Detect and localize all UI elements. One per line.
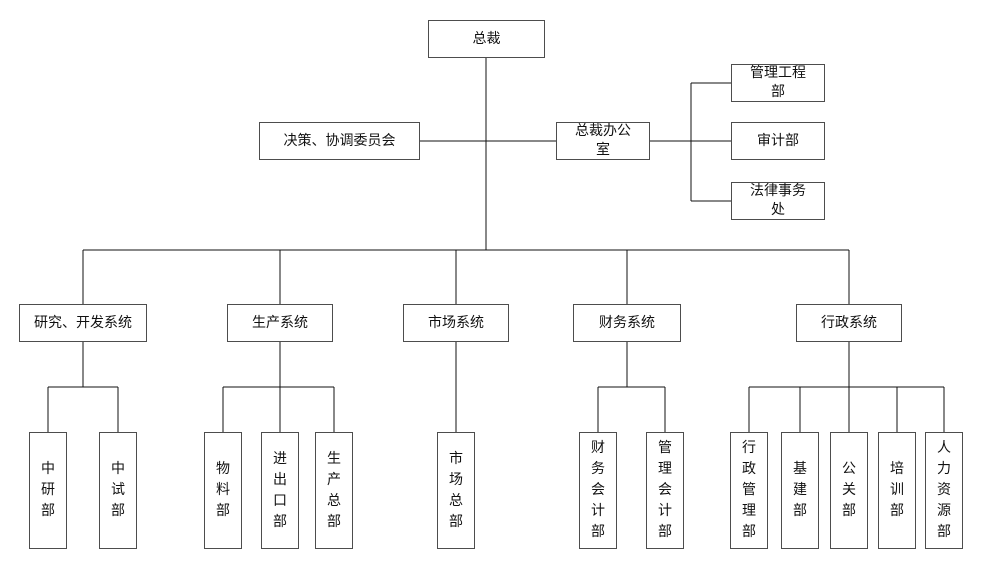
office-unit-label: 管理工程部 xyxy=(750,65,806,100)
department-box: 生产总部 xyxy=(315,432,353,549)
department-box: 中研部 xyxy=(29,432,67,549)
system-box: 市场系统 xyxy=(403,304,509,342)
president-box: 总裁 xyxy=(428,20,545,58)
department-label: 管理会计部 xyxy=(658,440,672,540)
system-box: 研究、开发系统 xyxy=(19,304,147,342)
department-label: 公关部 xyxy=(842,461,856,519)
office-unit: 管理工程部 xyxy=(731,64,825,102)
department-label: 市场总部 xyxy=(449,450,463,530)
system-label: 市场系统 xyxy=(428,314,484,331)
office-box: 总裁办公室 xyxy=(556,122,650,160)
office-unit-label: 审计部 xyxy=(757,132,799,149)
department-label: 培训部 xyxy=(890,461,904,519)
department-box: 基建部 xyxy=(781,432,819,549)
department-label: 中试部 xyxy=(111,461,125,519)
office-unit: 法律事务处 xyxy=(731,182,825,220)
system-box: 行政系统 xyxy=(796,304,902,342)
committee-box: 决策、协调委员会 xyxy=(259,122,420,160)
department-label: 基建部 xyxy=(793,461,807,519)
department-label: 财务会计部 xyxy=(591,440,605,540)
department-label: 行政管理部 xyxy=(742,440,756,540)
system-box: 生产系统 xyxy=(227,304,333,342)
department-box: 培训部 xyxy=(878,432,916,549)
office-label: 总裁办公室 xyxy=(575,123,631,158)
department-label: 人力资源部 xyxy=(937,440,951,540)
committee-label: 决策、协调委员会 xyxy=(283,132,396,149)
department-box: 进出口部 xyxy=(261,432,299,549)
system-label: 行政系统 xyxy=(821,314,877,331)
department-box: 财务会计部 xyxy=(579,432,617,549)
president-label: 总裁 xyxy=(472,30,501,47)
system-label: 财务系统 xyxy=(599,314,655,331)
department-box: 物料部 xyxy=(204,432,242,549)
department-box: 中试部 xyxy=(99,432,137,549)
department-label: 进出口部 xyxy=(273,450,287,530)
department-label: 生产总部 xyxy=(327,450,341,530)
department-box: 公关部 xyxy=(830,432,868,549)
system-box: 财务系统 xyxy=(573,304,681,342)
department-box: 管理会计部 xyxy=(646,432,684,549)
department-box: 人力资源部 xyxy=(925,432,963,549)
system-label: 生产系统 xyxy=(252,314,308,331)
department-label: 物料部 xyxy=(216,461,230,519)
system-label: 研究、开发系统 xyxy=(34,314,132,331)
office-unit-label: 法律事务处 xyxy=(750,183,806,218)
department-label: 中研部 xyxy=(41,461,55,519)
department-box: 行政管理部 xyxy=(730,432,768,549)
office-unit: 审计部 xyxy=(731,122,825,160)
department-box: 市场总部 xyxy=(437,432,475,549)
